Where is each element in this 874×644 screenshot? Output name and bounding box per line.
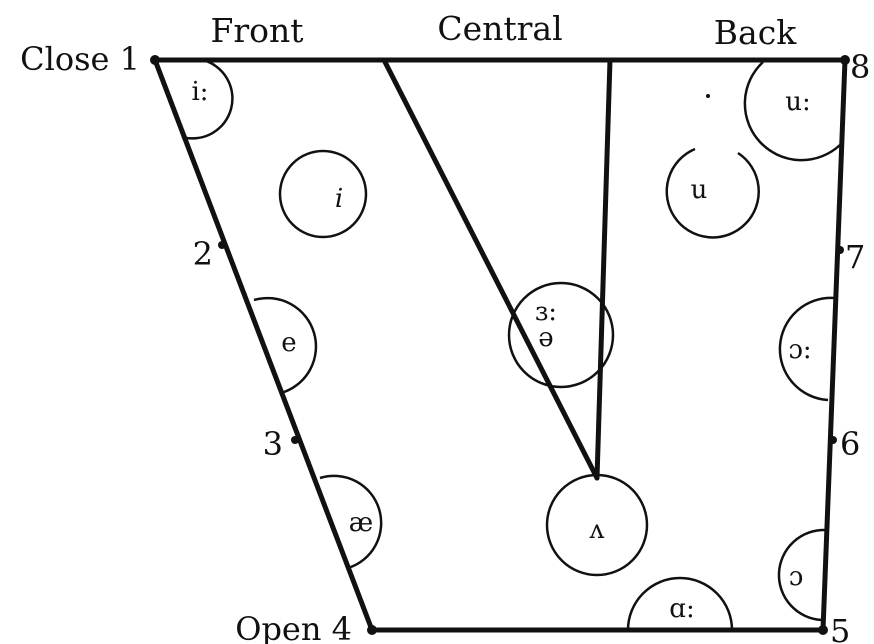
stray-dot xyxy=(706,94,710,98)
point-marker-2 xyxy=(218,241,226,249)
circle-wedge xyxy=(545,473,649,577)
vowel-wedge: ʌ xyxy=(589,515,605,545)
label-point-8: 8 xyxy=(850,48,870,86)
vowel-u: u xyxy=(691,175,708,205)
point-marker-8 xyxy=(840,55,850,65)
vowel-open-o: ɔ xyxy=(789,562,804,592)
vowel-u-long: u: xyxy=(785,87,811,117)
point-marker-5 xyxy=(818,625,828,635)
header-central: Central xyxy=(437,9,562,48)
circle-u-long xyxy=(743,61,841,162)
vowel-schwa: ə xyxy=(538,323,553,353)
label-point-6: 6 xyxy=(840,425,860,463)
vowel-er-long: ɜ: xyxy=(535,297,557,327)
circle-open-o-long xyxy=(778,296,835,402)
front-central-divider xyxy=(381,57,600,481)
back-edge xyxy=(820,57,848,633)
point-marker-7 xyxy=(836,246,844,254)
vowel-a-long: ɑ: xyxy=(669,594,694,624)
point-marker-4 xyxy=(367,625,377,635)
circle-u xyxy=(665,147,760,239)
vowel-i-long: i: xyxy=(191,77,208,107)
label-open-4: Open 4 xyxy=(235,610,352,644)
circle-ae xyxy=(319,474,383,570)
circle-e xyxy=(253,296,318,395)
header-back: Back xyxy=(714,13,797,52)
point-marker-3 xyxy=(291,436,299,444)
label-point-7: 7 xyxy=(845,238,865,276)
label-point-2: 2 xyxy=(193,235,213,273)
circle-er-schwa xyxy=(507,281,615,389)
circle-open-o xyxy=(777,528,827,622)
label-point-5: 5 xyxy=(830,612,850,644)
point-marker-1 xyxy=(150,55,160,65)
circle-i-long xyxy=(181,58,234,140)
front-edge xyxy=(152,57,375,633)
vowel-e: e xyxy=(281,328,296,358)
header-front: Front xyxy=(210,11,303,50)
central-back-divider xyxy=(594,57,613,481)
label-close-1: Close 1 xyxy=(20,40,140,78)
circle-a-long xyxy=(626,576,734,631)
vowel-open-o-long: ɔ: xyxy=(788,335,811,365)
point-marker-6 xyxy=(829,436,837,444)
label-point-3: 3 xyxy=(263,425,283,463)
vowel-i: i xyxy=(335,184,343,214)
vowel-ae: æ xyxy=(349,508,373,538)
circle-i xyxy=(278,149,368,239)
